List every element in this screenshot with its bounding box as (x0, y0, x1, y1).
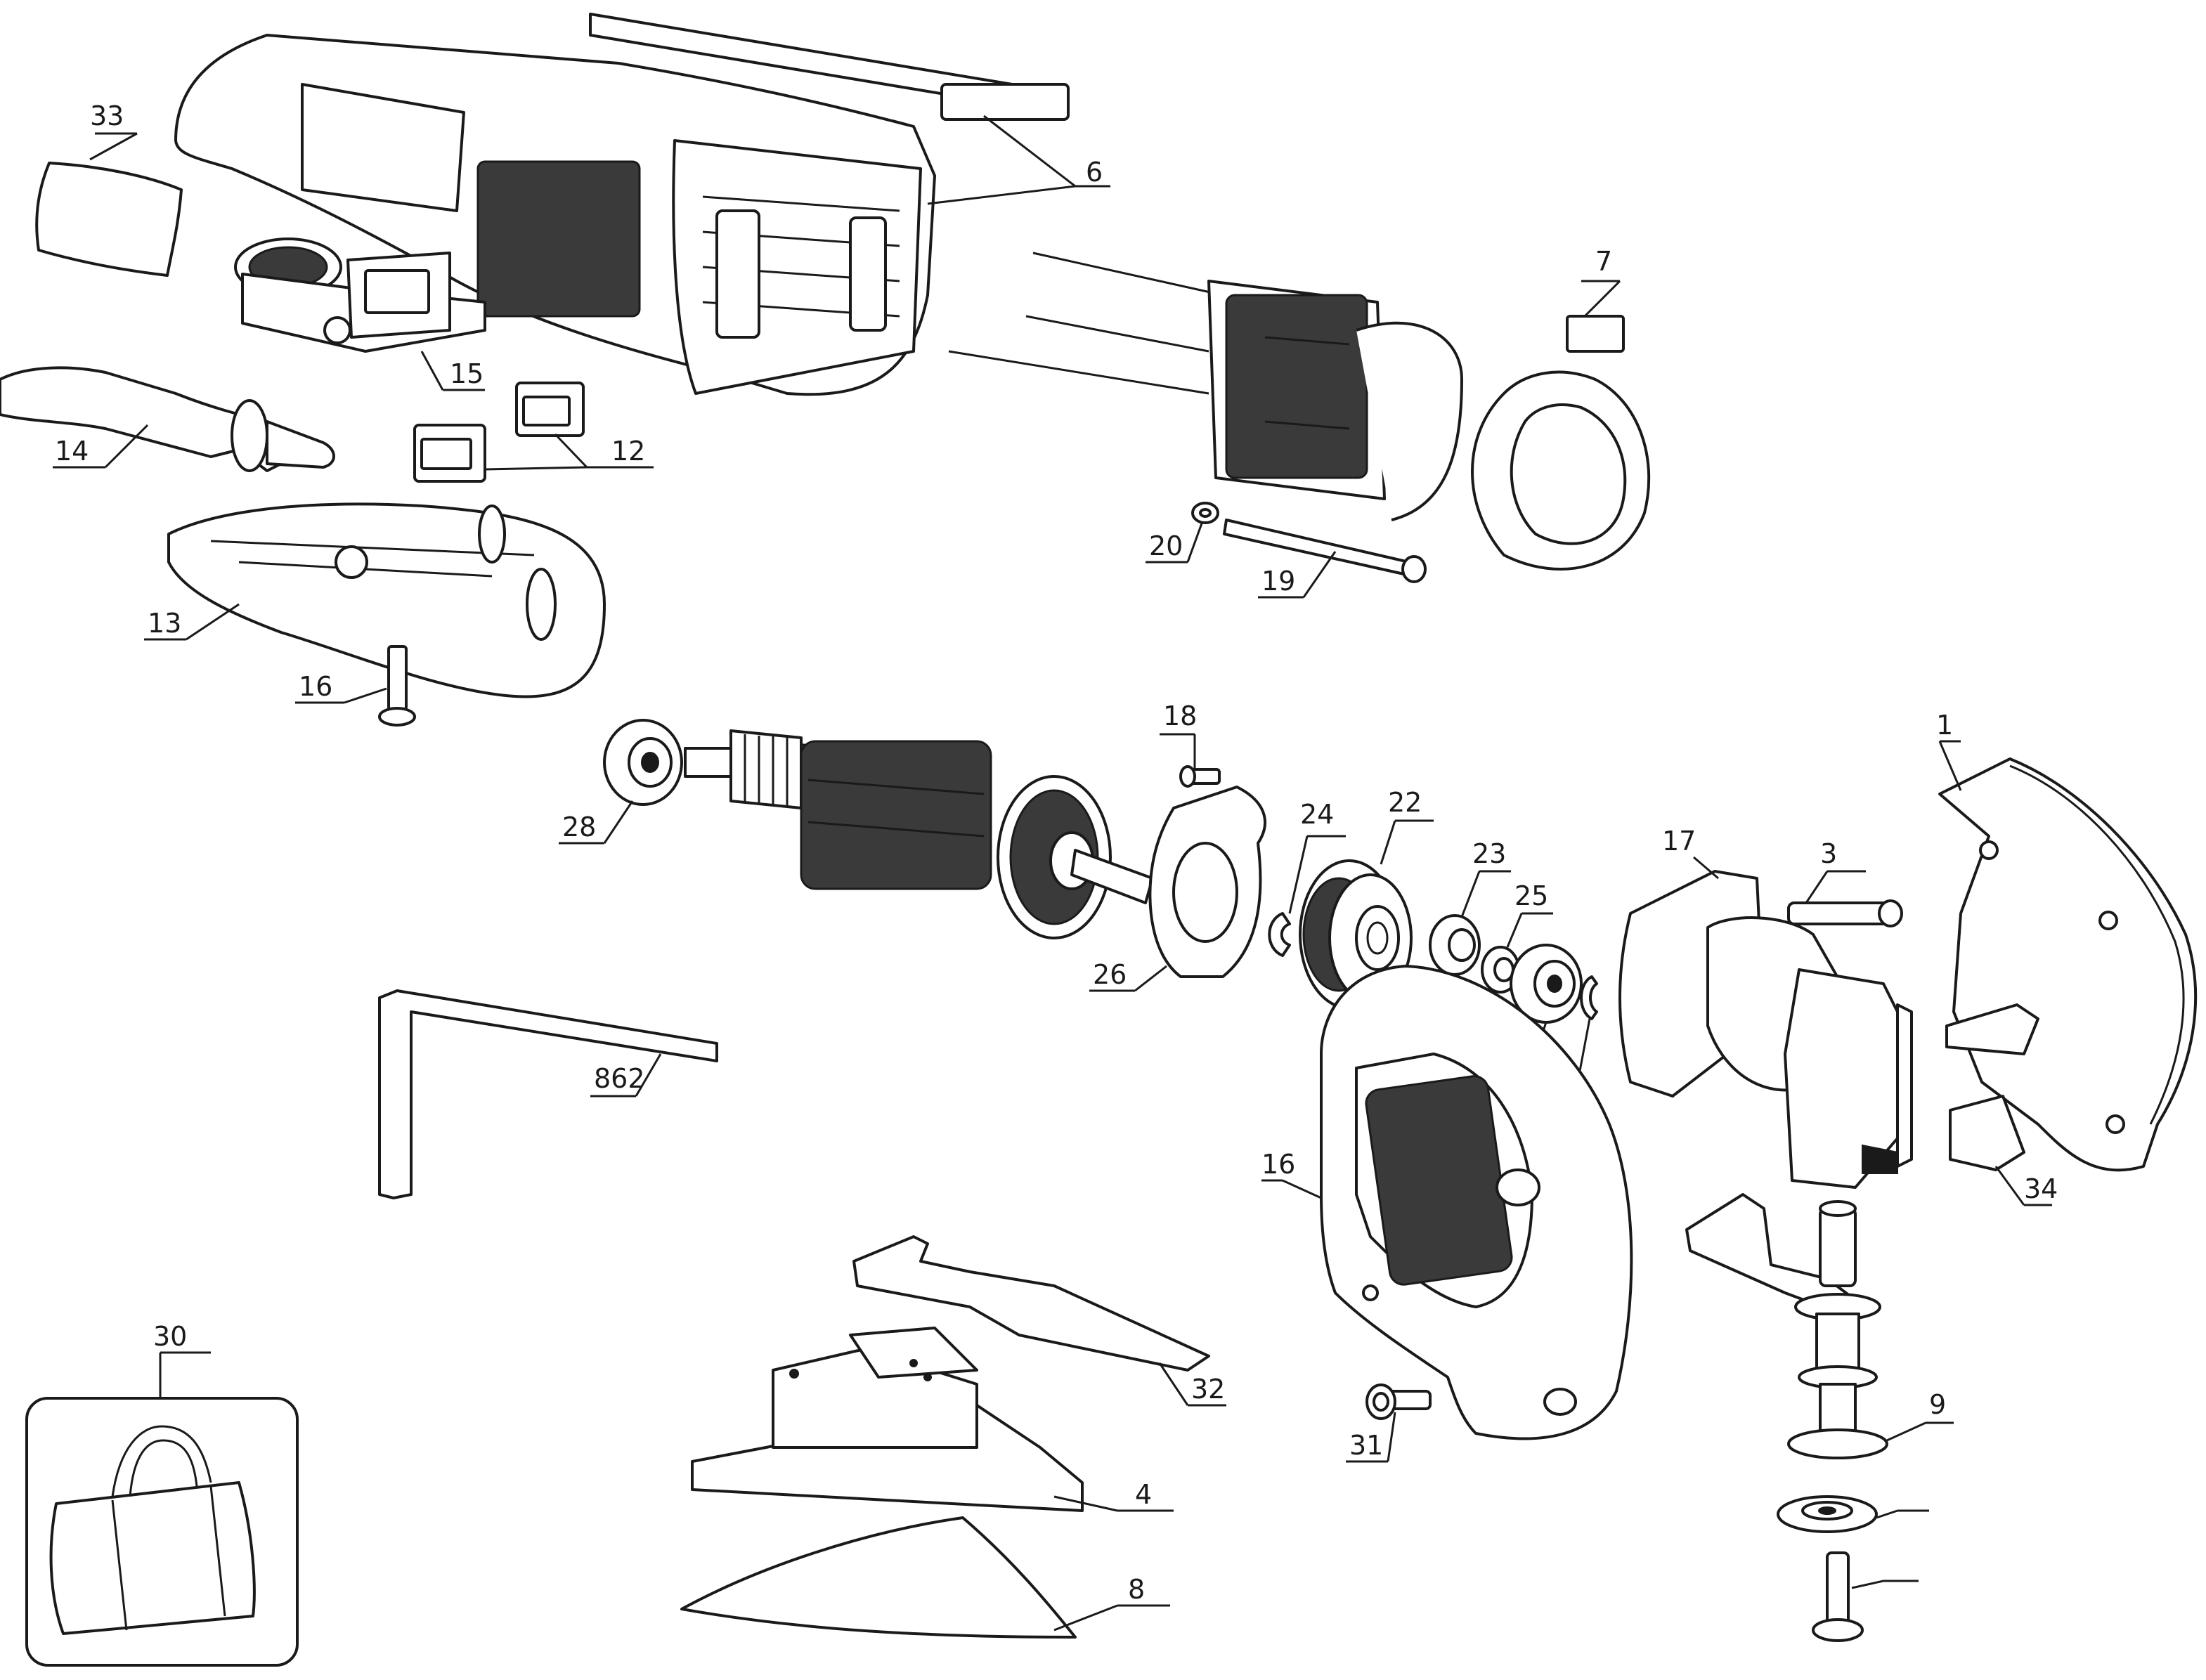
field-stator (948, 252, 1463, 521)
callout-18: 18 (1163, 701, 1197, 731)
part-12-switch-connectors: 12 (413, 382, 654, 483)
callout-24: 24 (1300, 799, 1334, 830)
part-34-hex-key: 862 (378, 989, 718, 1199)
callout-15: 15 (450, 358, 484, 389)
part-1-gear-case-cover-right: 1 (1936, 710, 2198, 1172)
part-17-pin: 3 (1787, 838, 1903, 927)
part-23-washer: 23 (1429, 838, 1511, 976)
part-1-gear-case-cover-front: 16 (1261, 965, 1633, 1440)
part-33-label-plate: 33 (35, 100, 183, 277)
callout-16-upper: 16 (299, 671, 332, 702)
part-9-clamp-screw (1812, 1551, 1919, 1642)
part-20-washer: 20 (1146, 502, 1219, 564)
callout-34: 862 (594, 1063, 645, 1094)
part-22-eccentric-bearing: 22 (1299, 787, 1434, 1010)
callout-14: 14 (55, 436, 89, 467)
part-862-tool-bag: 30 (25, 1321, 299, 1667)
part-24-retaining-ring: 24 (1268, 799, 1346, 957)
part-29-baffle-plate: 26 (1089, 786, 1266, 992)
part-16-screw: 16 (295, 645, 416, 727)
part-25-spacer: 25 (1481, 880, 1553, 994)
callout-19: 19 (1261, 566, 1295, 597)
callout-7: 7 (1595, 246, 1612, 277)
part-2-gear-case: 17 (1618, 826, 1913, 1189)
callout-33: 33 (90, 100, 124, 131)
part-15-switch-assembly: 15 (234, 237, 486, 391)
callout-25: 25 (1514, 880, 1548, 911)
part-28-ball-bearing: 28 (559, 719, 683, 845)
part-31-plunge-cut-blade: 32 (852, 1235, 1226, 1407)
callout-3: 34 (2024, 1173, 2058, 1204)
callout-16-lower: 31 (1349, 1430, 1383, 1461)
part-8-ball-bearing (1777, 1495, 1929, 1533)
part-4-spindle-assembly: 9 (1685, 1193, 1954, 1459)
part-19-long-screw: 19 (1223, 519, 1427, 599)
part-18-screw: 18 (1160, 701, 1221, 788)
part-30-sanding-pad: 4 (691, 1327, 1174, 1512)
part-7-brush-holder-ring: 7 (1471, 246, 1651, 571)
callout-1-front: 16 (1261, 1149, 1295, 1180)
callout-4: 9 (1929, 1389, 1946, 1420)
part-6-motor-housing: 6 (174, 13, 1110, 396)
callout-13: 13 (148, 608, 181, 639)
callout-862: 30 (153, 1321, 187, 1352)
callout-2: 17 (1662, 826, 1696, 857)
callout-29: 26 (1093, 959, 1127, 990)
callout-6: 6 (1086, 157, 1103, 188)
callout-22: 22 (1388, 787, 1422, 818)
callout-1-right: 1 (1936, 710, 1953, 741)
callout-30: 4 (1135, 1479, 1152, 1510)
part-14-power-cord: 14 (0, 366, 335, 472)
part-13-housing-half: 13 (144, 502, 606, 698)
callout-31: 32 (1191, 1374, 1225, 1405)
armature (684, 729, 1154, 939)
part-3-clamp-lever: 34 (1949, 1095, 2058, 1206)
callout-17: 3 (1820, 838, 1837, 869)
callout-32: 8 (1128, 1574, 1145, 1605)
part-32-sanding-sheet: 8 (680, 1516, 1170, 1639)
part-16-screw-lower: 31 (1346, 1383, 1432, 1463)
callout-12: 12 (611, 436, 645, 467)
callout-28: 28 (562, 812, 596, 842)
callout-20: 20 (1149, 530, 1183, 561)
callout-23: 23 (1472, 838, 1506, 869)
